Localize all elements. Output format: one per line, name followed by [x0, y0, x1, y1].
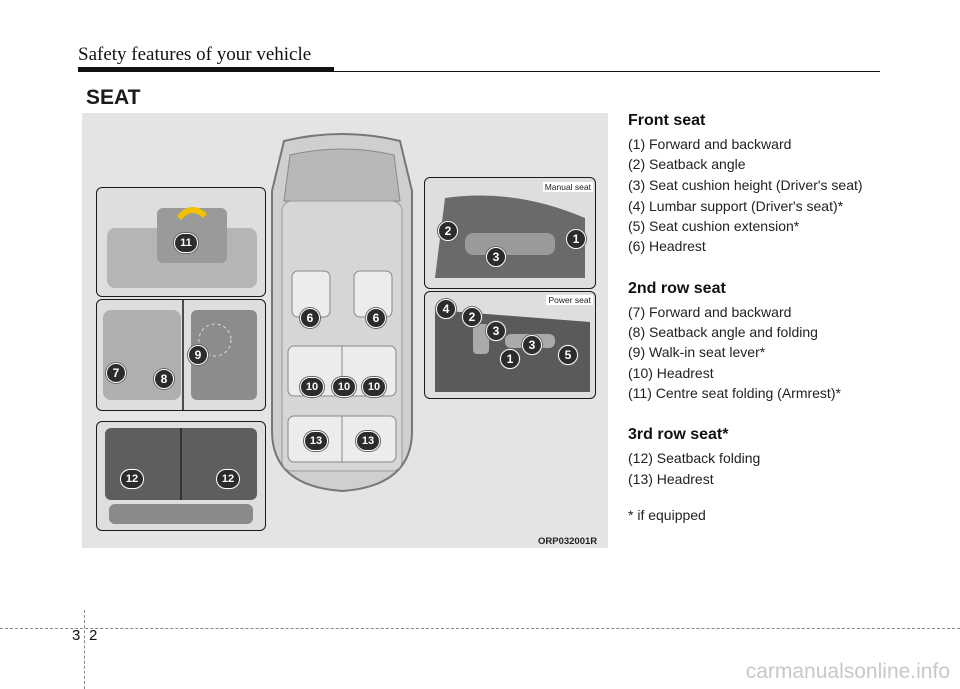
callout-13-left: 13: [304, 431, 328, 451]
figure-code: ORP032001R: [538, 536, 598, 547]
third-row-item-12: (12) Seatback folding: [628, 450, 761, 466]
callout-4-power: 4: [436, 299, 456, 319]
second-row-item-7: (7) Forward and backward: [628, 304, 792, 320]
callout-10-right: 10: [362, 377, 386, 397]
second-row-item-8: (8) Seatback angle and folding: [628, 324, 818, 340]
callout-2-manual: 2: [438, 221, 458, 241]
chapter-title: Safety features of your vehicle: [78, 44, 312, 65]
callout-8: 8: [154, 369, 174, 389]
second-row-item-10: (10) Headrest: [628, 365, 714, 381]
callout-12-left: 12: [120, 469, 144, 489]
manual-seat-label: Manual seat: [542, 182, 593, 192]
callout-2-power: 2: [462, 307, 482, 327]
third-row-item-13: (13) Headrest: [628, 471, 714, 487]
callout-10-centre: 10: [332, 377, 356, 397]
callout-9: 9: [188, 345, 208, 365]
page-number: 2: [89, 627, 98, 644]
page-section-number: 3: [72, 627, 81, 644]
callout-3-power-a: 3: [486, 321, 506, 341]
callout-11: 11: [174, 233, 198, 253]
front-seat-item-2: (2) Seatback angle: [628, 156, 746, 172]
footer-rule: [0, 628, 960, 629]
footer-divider: [84, 610, 85, 689]
front-seat-heading: Front seat: [628, 112, 706, 129]
callout-10-left: 10: [300, 377, 324, 397]
second-row-lever-illustration: [103, 300, 257, 410]
second-row-item-11: (11) Centre seat folding (Armrest)*: [628, 385, 841, 401]
callout-13-right: 13: [356, 431, 380, 451]
section-title: SEAT: [86, 86, 141, 109]
callout-1-manual: 1: [566, 229, 586, 249]
power-seat-label: Power seat: [546, 295, 593, 305]
callout-6-left: 6: [300, 308, 320, 328]
callout-12-right: 12: [216, 469, 240, 489]
equipped-note: * if equipped: [628, 507, 706, 523]
car-top-view-illustration: [271, 133, 413, 493]
walk-in-lever-inset: [96, 299, 266, 411]
callout-3-power-b: 3: [522, 335, 542, 355]
front-seat-item-3: (3) Seat cushion height (Driver's seat): [628, 177, 863, 193]
second-row-heading: 2nd row seat: [628, 280, 726, 297]
callout-6-right: 6: [366, 308, 386, 328]
front-seat-item-5: (5) Seat cushion extension*: [628, 218, 800, 234]
third-row-heading: 3rd row seat*: [628, 426, 729, 443]
second-row-item-9: (9) Walk-in seat lever*: [628, 344, 766, 360]
callout-3-manual: 3: [486, 247, 506, 267]
front-seat-item-1: (1) Forward and backward: [628, 136, 792, 152]
watermark: carmanualsonline.info: [745, 660, 950, 683]
callout-1-power: 1: [500, 349, 520, 369]
front-seat-item-6: (6) Headrest: [628, 238, 706, 254]
seat-illustration: Manual seat Power seat 11 9 7 8 12 12 6 …: [82, 113, 608, 548]
header-rule: [78, 71, 880, 72]
callout-5-power: 5: [558, 345, 578, 365]
callout-7: 7: [106, 363, 126, 383]
front-seat-item-4: (4) Lumbar support (Driver's seat)*: [628, 198, 844, 214]
header-rule-thick: [78, 67, 334, 72]
